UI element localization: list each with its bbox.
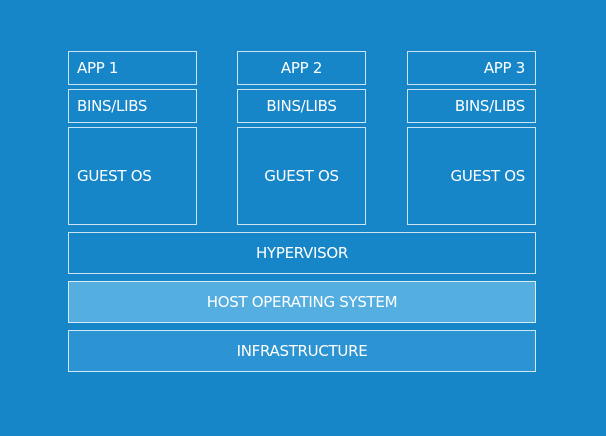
app-3-label: APP 3: [483, 59, 525, 77]
infrastructure-label: INFRASTRUCTURE: [236, 342, 368, 360]
app-2-box: APP 2: [237, 51, 366, 85]
bins-libs-3-label: BINS/LIBS: [454, 97, 525, 115]
bins-libs-1-box: BINS/LIBS: [68, 89, 197, 123]
bins-libs-2-label: BINS/LIBS: [266, 97, 337, 115]
app-3-box: APP 3: [407, 51, 536, 85]
bins-libs-2-box: BINS/LIBS: [237, 89, 366, 123]
guest-os-3-label: GUEST OS: [450, 167, 526, 185]
guest-os-2-box: GUEST OS: [237, 127, 366, 225]
hypervisor-layer: HYPERVISOR: [68, 232, 536, 274]
bins-libs-3-box: BINS/LIBS: [407, 89, 536, 123]
app-1-label: APP 1: [77, 59, 119, 77]
guest-os-3-box: GUEST OS: [407, 127, 536, 225]
host-os-label: HOST OPERATING SYSTEM: [206, 293, 398, 311]
guest-os-2-label: GUEST OS: [264, 167, 339, 185]
app-1-box: APP 1: [68, 51, 197, 85]
guest-os-1-label: GUEST OS: [77, 167, 152, 185]
app-2-label: APP 2: [280, 59, 323, 77]
hypervisor-label: HYPERVISOR: [255, 244, 348, 262]
bins-libs-1-label: BINS/LIBS: [77, 97, 148, 115]
infrastructure-layer: INFRASTRUCTURE: [68, 330, 536, 372]
guest-os-1-box: GUEST OS: [68, 127, 197, 225]
host-os-layer: HOST OPERATING SYSTEM: [68, 281, 536, 323]
